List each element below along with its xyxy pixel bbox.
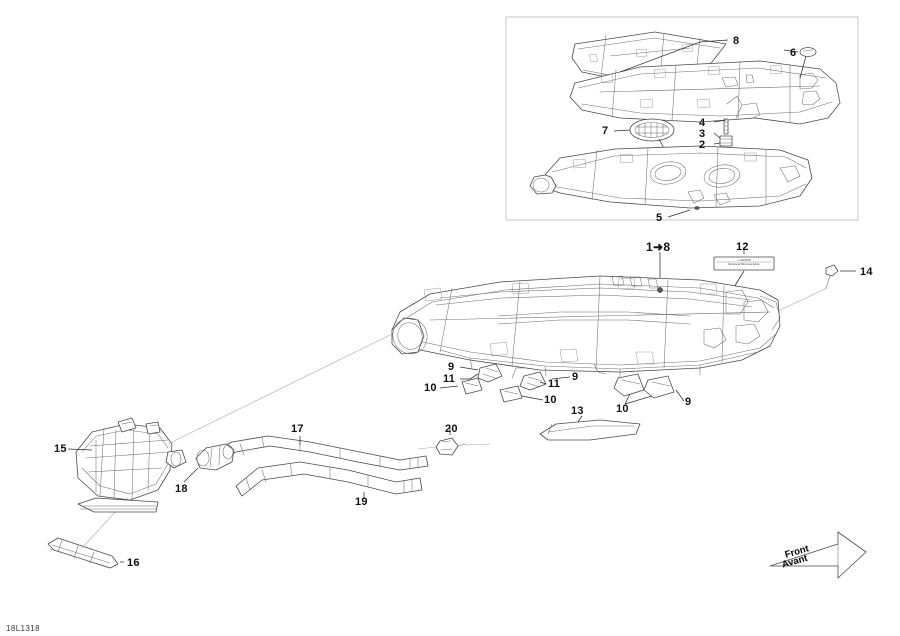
callout-9-a: 9 [448, 361, 455, 373]
callout-5: 5 [656, 212, 663, 224]
leader-10a [439, 385, 459, 389]
leader-7 [613, 129, 631, 132]
callout-18: 18 [175, 483, 188, 495]
main-airbox-assembly [391, 275, 781, 379]
leader-10c [624, 393, 653, 405]
leader-11a [460, 373, 479, 380]
callout-9-b: 9 [572, 371, 579, 383]
leader-3 [713, 132, 721, 139]
leader-11b [539, 381, 547, 385]
callout-4: 4 [699, 117, 706, 129]
callout-16: 16 [127, 557, 140, 569]
callout-6: 6 [790, 47, 797, 59]
part-13-baffle [539, 415, 641, 441]
callout-17: 17 [291, 423, 304, 435]
part-16-gasket-strip [47, 497, 129, 569]
callout-20: 20 [445, 423, 458, 435]
warning-decal-line-2: Remove air filter cover before [728, 263, 760, 266]
callout-2: 2 [699, 139, 706, 151]
callout-7: 7 [602, 125, 609, 137]
callout-11-a: 11 [443, 373, 456, 385]
callout-10-c: 10 [616, 403, 629, 415]
callout-10-a: 10 [424, 382, 437, 394]
callout-3: 3 [699, 128, 706, 140]
part-20-hose-clamp [417, 428, 491, 456]
part-17-hose [204, 435, 429, 471]
leader-9a [459, 366, 479, 371]
leader-4 [713, 119, 727, 123]
part-7-mesh-screen [629, 118, 675, 165]
callout-11-b: 11 [548, 378, 561, 390]
callout-19: 19 [355, 496, 368, 508]
part-15-base-gasket [77, 497, 159, 513]
drawing-code: 18L1318 [6, 624, 40, 633]
part-5-grommet [694, 206, 700, 210]
leader-9b [551, 376, 571, 380]
callout-15: 15 [54, 443, 67, 455]
part-19-hose [235, 461, 423, 498]
callout-13: 13 [571, 405, 584, 417]
callout-1-to-8: 1➜8 [646, 240, 671, 254]
leader-9c [675, 389, 685, 402]
leader-10b [521, 395, 544, 401]
part-1-airbox-lower [529, 145, 813, 210]
part-18-coupling [183, 443, 235, 483]
part-6-cap [799, 47, 817, 79]
callout-9-c: 9 [685, 396, 692, 408]
callout-12: 12 [736, 241, 749, 253]
detail-box-border [505, 16, 859, 221]
leader-8 [619, 39, 729, 73]
callout-10-b: 10 [544, 394, 557, 406]
warning-decal-line-1: ⚠ CAUTION [737, 259, 751, 262]
parts-9-10-11-mounts [461, 363, 675, 403]
part-1-airbox-upper [569, 60, 841, 125]
callout-8: 8 [733, 35, 740, 47]
leader-6 [783, 49, 799, 53]
leader-5 [667, 209, 691, 218]
leader-2 [713, 142, 721, 145]
front-avant-badge [769, 531, 867, 579]
callout-14: 14 [860, 266, 873, 278]
part-15-intake-adapter [67, 333, 393, 501]
